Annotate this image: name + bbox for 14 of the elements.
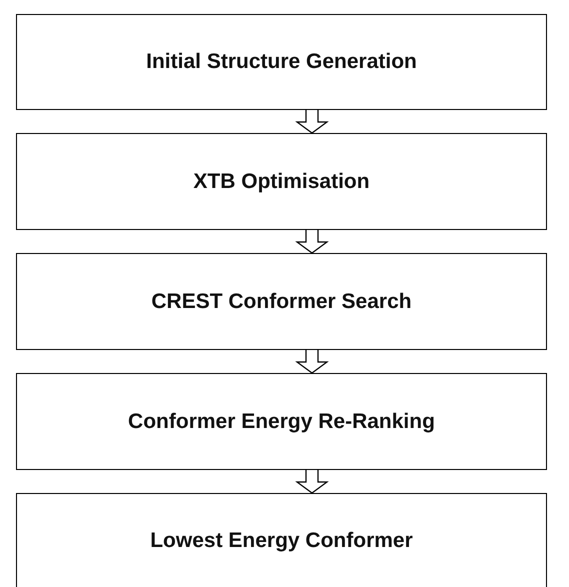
process-box [16,133,547,230]
process-box [16,373,547,470]
step-label: Conformer Energy Re-Ranking [128,410,435,434]
hollow-arrow [295,349,329,374]
step-label: XTB Optimisation [193,170,370,194]
hollow-arrow [295,469,329,494]
process-box [16,253,547,350]
hollow-arrow [295,229,329,254]
step-label: Initial Structure Generation [146,50,417,74]
process-box [16,14,547,110]
step-label: Lowest Energy Conformer [150,529,413,553]
hollow-arrow [295,109,329,134]
process-box [16,493,547,587]
step-label: CREST Conformer Search [151,290,412,314]
